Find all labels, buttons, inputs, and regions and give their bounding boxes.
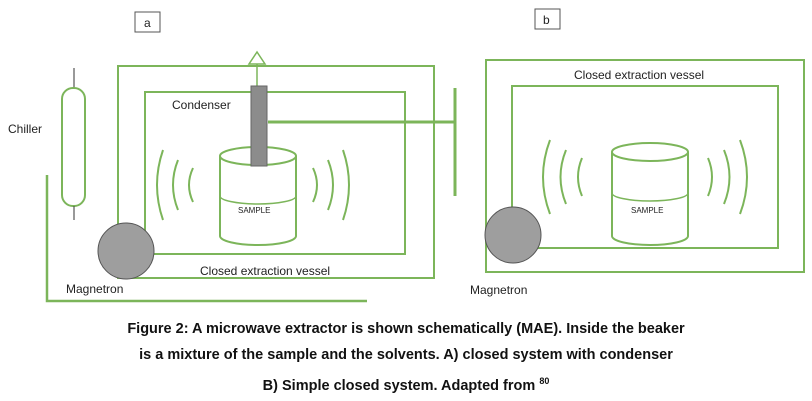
microwave-waves-right-a: [312, 149, 350, 221]
condenser: [250, 85, 268, 167]
panel-a-tag: a: [144, 16, 151, 30]
vessel-label-b: Closed extraction vessel: [574, 68, 704, 82]
condenser-label: Condenser: [172, 98, 231, 112]
outer-housing-b: [485, 59, 805, 273]
caption-reference: 80: [539, 376, 550, 386]
figure-caption: Figure 2: A microwave extractor is shown…: [0, 316, 812, 399]
outer-housing-a: [117, 65, 435, 279]
chiller-tube: [61, 87, 86, 207]
panel-b: b Closed extraction vessel SAMPLE Magnet…: [470, 8, 805, 297]
sample-label-a: SAMPLE: [238, 206, 270, 215]
magnetron-a: [97, 222, 155, 280]
caption-line-1: Figure 2: A microwave extractor is shown…: [127, 321, 685, 337]
caption-line-3-text: B) Simple closed system. Adapted from: [262, 378, 540, 394]
caption-line-3: B) Simple closed system. Adapted from 80: [0, 368, 812, 399]
panel-b-tag-box: [534, 8, 561, 30]
microwave-waves-left-b: [542, 139, 583, 215]
panel-b-tag: b: [543, 13, 550, 27]
beaker-a: [219, 146, 297, 246]
chiller-label: Chiller: [8, 122, 42, 136]
sample-label-b: SAMPLE: [631, 206, 663, 215]
caption-line-2: is a mixture of the sample and the solve…: [139, 347, 673, 363]
magnetron-b: [484, 206, 542, 264]
microwave-waves-right-b: [707, 139, 748, 215]
microwave-waves-left-a: [156, 149, 194, 221]
magnetron-label-a: Magnetron: [66, 282, 123, 296]
mae-diagram: a Chiller SAMPLE Condenser: [8, 8, 805, 303]
vessel-a: [144, 91, 406, 255]
panel-a-tag-box: [134, 11, 161, 33]
vessel-label-a: Closed extraction vessel: [200, 264, 330, 278]
vessel-b: [511, 85, 779, 249]
base-line: [45, 175, 367, 303]
beaker-b: [611, 142, 689, 246]
magnetron-label-b: Magnetron: [470, 283, 527, 297]
panel-a: a Chiller SAMPLE Condenser: [8, 11, 457, 303]
